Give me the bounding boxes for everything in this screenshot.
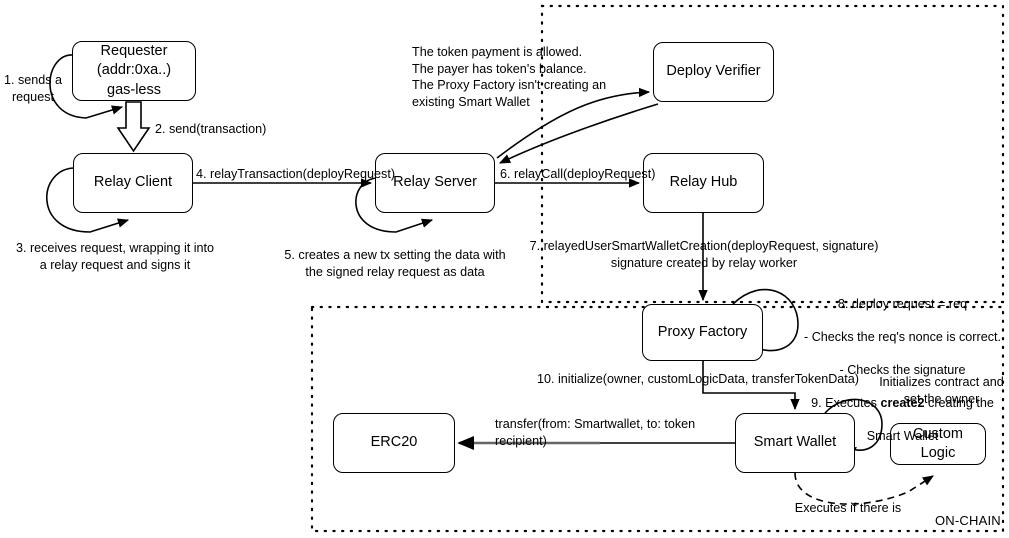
- node-relay-client-label: Relay Client: [93, 174, 173, 191]
- node-relay-hub[interactable]: Relay Hub: [643, 153, 764, 213]
- annotation-step-8-line-2: - Checks the req's nonce is correct.: [804, 329, 1001, 344]
- annotation-step-6: 6. relayCall(deployRequest): [500, 167, 656, 181]
- node-requester[interactable]: Requester (addr:0xa..) gas-less: [72, 41, 196, 101]
- arrow-proxy-factory-self: [732, 288, 799, 355]
- annotation-verifier-checks: The token payment is allowed. The payer …: [412, 45, 607, 109]
- arrow-verifier-to-relay-server: [498, 103, 659, 164]
- node-relay-server-label: Relay Server: [393, 174, 477, 191]
- node-erc20-label: ERC20: [370, 434, 418, 451]
- arrow-executes-if-there-is: [794, 472, 934, 505]
- arrow-requester-self: [49, 54, 124, 119]
- annotation-step-9-line-5: Smart Wallet: [866, 429, 939, 444]
- node-smart-wallet-label: Smart Wallet: [753, 434, 837, 451]
- on-chain-zone-label: ON-CHAIN: [935, 513, 1001, 528]
- annotation-transfer: transfer(from: Smartwallet, to: token re…: [495, 417, 696, 448]
- node-requester-label: Requester (addr:0xa..) gas-less: [96, 43, 172, 98]
- node-erc20[interactable]: ERC20: [333, 413, 455, 473]
- arrow-send-transaction: [116, 101, 151, 153]
- arrow-relay-server-self: [355, 177, 434, 233]
- arrow-smart-wallet-self: [824, 398, 883, 456]
- node-relay-server[interactable]: Relay Server: [375, 153, 495, 213]
- node-custom-logic[interactable]: Custom Logic: [890, 423, 986, 465]
- node-relay-client[interactable]: Relay Client: [73, 153, 193, 213]
- node-proxy-factory-label: Proxy Factory: [657, 323, 748, 340]
- node-custom-logic-label: Custom Logic: [913, 425, 963, 461]
- node-smart-wallet[interactable]: Smart Wallet: [735, 413, 855, 473]
- annotation-executes-if-there-is: Executes if there is: [794, 501, 902, 515]
- annotation-step-2: 2. send(transaction): [155, 122, 267, 136]
- annotation-step-8-line-3: - Checks the signature: [839, 363, 966, 378]
- on-chain-zone-lower: [310, 305, 1005, 533]
- arrow-relay-client-self: [46, 167, 130, 233]
- arrow-relay-server-to-verifier: [496, 87, 651, 159]
- node-relay-hub-label: Relay Hub: [669, 174, 738, 191]
- annotation-step-9-create2: create2: [880, 396, 925, 411]
- annotation-step-5: 5. creates a new tx setting the data wit…: [284, 248, 506, 279]
- annotation-step-3: 3. receives request, wrapping it into a …: [15, 241, 215, 272]
- annotation-step-4: 4. relayTransaction(deployRequest): [196, 167, 396, 181]
- annotation-steps-8-9: 8. deploy request = req - Checks the req…: [795, 279, 1009, 445]
- node-proxy-factory[interactable]: Proxy Factory: [642, 304, 763, 361]
- arrow-initialize: [702, 361, 800, 411]
- annotation-step-1: 1. sends a request: [3, 73, 63, 104]
- annotation-step-9-suffix: creating the: [924, 396, 994, 411]
- annotation-initializes-contract: Initializes contract and set the owner: [879, 375, 1004, 406]
- annotation-step-9-prefix: 9. Executes: [811, 396, 881, 411]
- annotation-step-8-line-1: 8. deploy request = req: [837, 296, 968, 311]
- annotation-step-7: 7. relayedUserSmartWalletCreation(deploy…: [529, 239, 879, 270]
- node-deploy-verifier-label: Deploy Verifier: [666, 63, 761, 80]
- node-deploy-verifier[interactable]: Deploy Verifier: [653, 42, 774, 102]
- annotation-step-10: 10. initialize(owner, customLogicData, t…: [537, 372, 859, 386]
- on-chain-zone-upper: [540, 4, 1005, 304]
